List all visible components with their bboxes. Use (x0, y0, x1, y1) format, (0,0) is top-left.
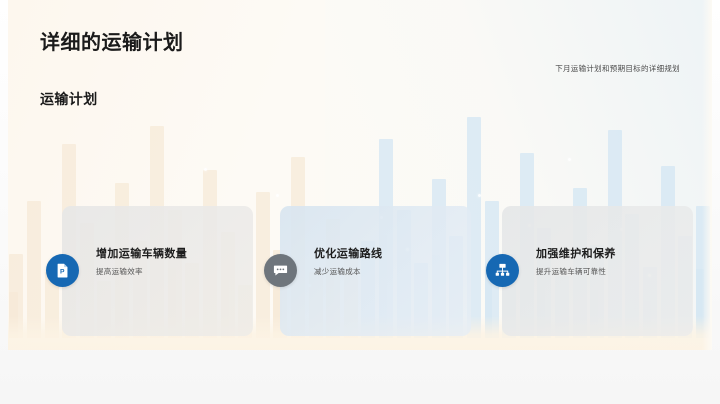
sparkle-dot (478, 194, 481, 197)
card-text-block: 增加运输车辆数量 提高运输效率 (96, 248, 243, 276)
page-title: 详细的运输计划 (40, 32, 184, 54)
sparkle-dot (568, 158, 571, 161)
speech-bubble-dots-icon (264, 254, 297, 287)
sparkle-dot (276, 194, 279, 197)
card-background (280, 206, 471, 336)
card-title: 加强维护和保养 (536, 248, 616, 260)
card-title: 优化运输路线 (314, 248, 383, 260)
card-background (502, 206, 693, 336)
svg-text:P: P (60, 269, 65, 276)
card-increase-vehicles[interactable]: P 增加运输车辆数量 提高运输效率 (46, 206, 253, 336)
card-title: 增加运输车辆数量 (96, 248, 188, 260)
card-text-block: 优化运输路线 减少运输成本 (314, 248, 461, 276)
cards-row: P 增加运输车辆数量 提高运输效率 (8, 206, 712, 336)
card-background (62, 206, 253, 336)
org-chart-icon (486, 254, 519, 287)
card-text-block: 加强维护和保养 提升运输车辆可靠性 (536, 248, 683, 276)
card-subtitle: 提升运输车辆可靠性 (536, 267, 607, 277)
presentation-file-icon: P (46, 254, 79, 287)
card-optimize-routes[interactable]: 优化运输路线 减少运输成本 (264, 206, 471, 336)
slide-canvas: 详细的运输计划 下月运输计划和预期目标的详细规划 运输计划 P 增加运输车辆数量… (8, 0, 712, 350)
section-title: 运输计划 (40, 91, 98, 107)
slide-subtitle: 下月运输计划和预期目标的详细规划 (555, 64, 680, 73)
card-subtitle: 减少运输成本 (314, 267, 361, 277)
card-strengthen-maintenance[interactable]: 加强维护和保养 提升运输车辆可靠性 (486, 206, 693, 336)
card-subtitle: 提高运输效率 (96, 267, 143, 277)
sparkle-dot (204, 168, 207, 171)
